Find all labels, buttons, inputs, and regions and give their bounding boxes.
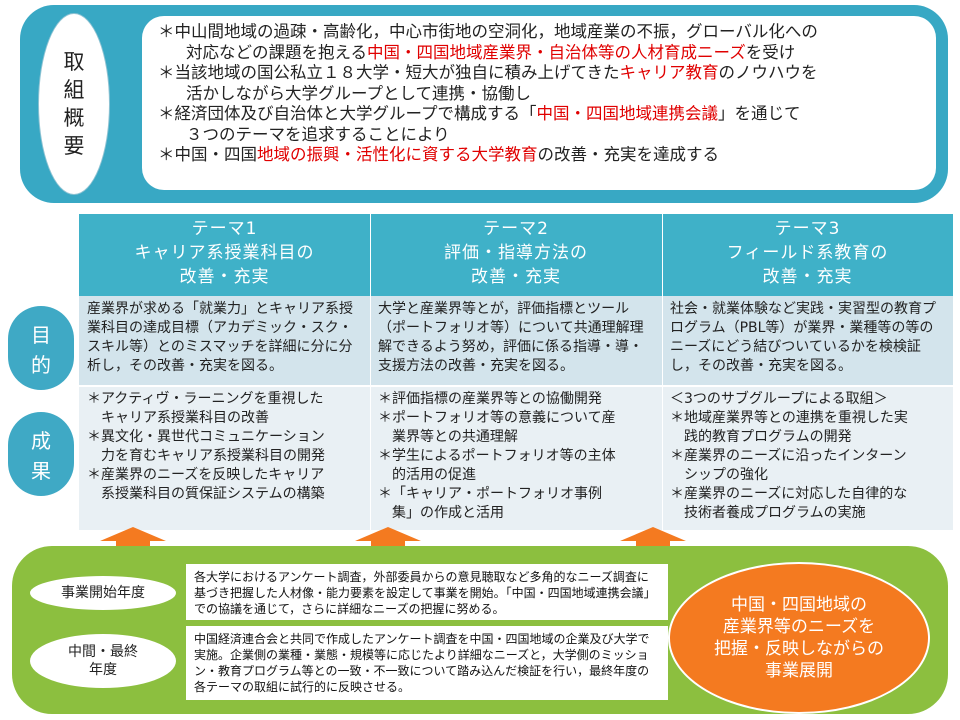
theme-1-header: テーマ1 キャリア系授業科目の 改善・充実 <box>79 214 370 296</box>
column-divider <box>662 214 663 530</box>
theme-2-results: ＊評価指標の産業界等との協働開発 ＊ポートフォリオ等の意義について産 業界等との… <box>370 386 662 530</box>
mid-label-line: 年度 <box>89 662 117 678</box>
result-label: 成 果 <box>8 412 74 496</box>
result-item: 系授業科目の質保証システムの構築 <box>101 486 325 502</box>
overview-highlight: 中国・四国地域産業界・自治体等の人材育成ニーズ <box>367 42 746 62</box>
overview-title: 取 組 概 要 <box>38 48 110 160</box>
result-item: 践的教育プログラムの開発 <box>684 429 852 445</box>
overview-continuation: 活かしながら大学グループとして連携・協働し <box>158 84 924 105</box>
result-item: 力を育むキャリア系授業科目の開発 <box>101 448 325 464</box>
theme-2-header: テーマ2 評価・指導方法の 改善・充実 <box>370 214 662 296</box>
result-item: キャリア系授業科目の改善 <box>101 410 269 426</box>
overview-text-box: ＊中山間地域の過疎・高齢化，中心市街地の空洞化，地域産業の不振，グローバル化への… <box>142 16 936 190</box>
result-item: ＊産業界のニーズに沿ったインターン <box>670 448 907 464</box>
theme-3-subtitle: 改善・充実 <box>762 267 853 287</box>
theme-1-results: ＊アクティヴ・ラーニングを重視した キャリア系授業科目の改善 ＊異文化・異世代コ… <box>79 386 370 530</box>
overview-highlight: キャリア教育 <box>619 63 719 82</box>
overview-highlight: 中国・四国地域連携会議 <box>536 104 719 123</box>
overview-text: 活かしながら大学グループとして連携・協働し <box>186 83 532 103</box>
overview-text: を受け <box>745 42 796 62</box>
goal-line: 中国・四国地域の <box>731 595 867 615</box>
theme-3-results: ＜3つのサブグループによる取組＞ ＊地域産業界等との連携を重視した実 践的教育プ… <box>662 386 953 530</box>
overview-bullet: ＊経済団体及び自治体と大学グループで構成する「中国・四国地域連携会議」を通じて … <box>158 104 924 145</box>
result-item: 技術者養成プログラムの実施 <box>684 505 866 521</box>
overview-continuation: 対応などの課題を抱える中国・四国地域産業界・自治体等の人材育成ニーズを受け <box>158 43 924 64</box>
overview-title-char: 概 <box>63 106 85 130</box>
start-year-label: 事業開始年度 <box>30 576 176 610</box>
theme-2-purpose: 大学と産業界等とが，評価指標とツール（ポートフォリオ等）について共通理解理解でき… <box>370 296 662 386</box>
goal-oval: 中国・四国地域の 産業界等のニーズを 把握・反映しながらの 事業展開 <box>668 562 930 714</box>
result-label-char: 成 <box>31 429 51 453</box>
overview-highlight: 地域の振興・活性化に資する大学教育 <box>257 145 538 164</box>
mid-final-year-text: 中国経済連合会と共同で作成したアンケート調査を中国・四国地域の企業及び大学で実施… <box>186 626 668 700</box>
theme-1-subtitle: 改善・充実 <box>179 267 270 287</box>
overview-title-char: 組 <box>63 78 85 102</box>
overview-text: 対応などの課題を抱える <box>186 42 368 62</box>
mid-label-line: 中間・最終 <box>68 644 138 660</box>
result-item: ＊異文化・異世代コミュニケーション <box>87 429 325 445</box>
result-item: ＊「キャリア・ポートフォリオ事例 <box>378 486 602 502</box>
goal-line: 産業界等のニーズを <box>722 617 876 637</box>
result-item: 業界等との共通理解 <box>392 429 518 445</box>
result-item: シップの強化 <box>684 467 768 483</box>
result-item: ＊産業界のニーズを反映したキャリア <box>87 467 325 483</box>
column-divider <box>370 214 371 530</box>
purpose-label-char: 的 <box>31 353 51 377</box>
overview-text: ＊経済団体及び自治体と大学グループで構成する「 <box>158 104 537 123</box>
overview-text: ３つのテーマを追求することにより <box>186 124 450 144</box>
row-divider <box>79 385 953 387</box>
theme-3-purpose: 社会・就業体験など実践・実習型の教育プログラム（PBL等）が業界・業種等の等のニ… <box>662 296 953 386</box>
theme-2-subtitle: 改善・充実 <box>471 267 561 287</box>
overview-title-char: 要 <box>63 134 85 158</box>
result-item: 的活用の促進 <box>392 467 476 483</box>
mid-final-year-label: 中間・最終 年度 <box>30 634 176 688</box>
result-item: ＊ポートフォリオ等の意義について産 <box>378 410 616 426</box>
goal-line: 把握・反映しながらの <box>714 639 884 659</box>
theme-3-header: テーマ3 フィールド系教育の 改善・充実 <box>662 214 953 296</box>
result-item: 集」の作成と活用 <box>392 505 504 521</box>
overview-title-char: 取 <box>63 50 85 74</box>
overview-bullet: ＊中山間地域の過疎・高齢化，中心市街地の空洞化，地域産業の不振，グローバル化への… <box>158 22 924 63</box>
overview-continuation: ３つのテーマを追求することにより <box>158 125 924 146</box>
overview-text: の改善・充実を達成する <box>537 145 720 164</box>
theme-2-number: テーマ2 <box>483 219 549 239</box>
theme-1-title: キャリア系授業科目の <box>134 243 315 263</box>
overview-bullet: ＊当該地域の国公私立１８大学・短大が独自に積み上げてきたキャリア教育のノウハウを… <box>158 63 924 104</box>
overview-bullet: ＊中国・四国地域の振興・活性化に資する大学教育の改善・充実を達成する <box>158 145 924 166</box>
theme-table: テーマ1 キャリア系授業科目の 改善・充実 テーマ2 評価・指導方法の 改善・充… <box>79 214 953 530</box>
purpose-label-char: 目 <box>31 323 51 347</box>
result-item: ＜3つのサブグループによる取組＞ <box>670 391 888 407</box>
theme-1-number: テーマ1 <box>191 219 258 239</box>
theme-1-purpose: 産業界が求める「就業力」とキャリア系授業科目の達成目標（アカデミック・スク・スキ… <box>79 296 370 386</box>
result-item: ＊学生によるポートフォリオ等の主体 <box>378 448 616 464</box>
result-item: ＊地域産業界等との連携を重視した実 <box>670 410 908 426</box>
overview-text: 」を通じて <box>718 104 801 123</box>
theme-3-title: フィールド系教育の <box>726 243 889 263</box>
overview-text: ＊当該地域の国公私立１８大学・短大が独自に積み上げてきた <box>158 63 620 82</box>
theme-2-title: 評価・指導方法の <box>444 243 588 263</box>
result-item: ＊産業界のニーズに対応した自律的な <box>670 486 908 502</box>
result-label-char: 果 <box>31 459 51 483</box>
purpose-label: 目 的 <box>8 306 74 390</box>
overview-text: ＊中山間地域の過疎・高齢化，中心市街地の空洞化，地域産業の不振，グローバル化への <box>158 22 818 41</box>
theme-3-number: テーマ3 <box>774 219 841 239</box>
overview-text: のノウハウを <box>718 63 818 82</box>
result-item: ＊評価指標の産業界等との協働開発 <box>378 391 602 407</box>
result-item: ＊アクティヴ・ラーニングを重視した <box>87 391 324 407</box>
overview-label-oval <box>38 13 110 195</box>
overview-text: ＊中国・四国 <box>158 145 257 164</box>
start-year-text: 各大学におけるアンケート調査，外部委員からの意見聴取など多角的なニーズ調査に基づ… <box>186 564 668 620</box>
goal-line: 事業展開 <box>765 661 833 681</box>
